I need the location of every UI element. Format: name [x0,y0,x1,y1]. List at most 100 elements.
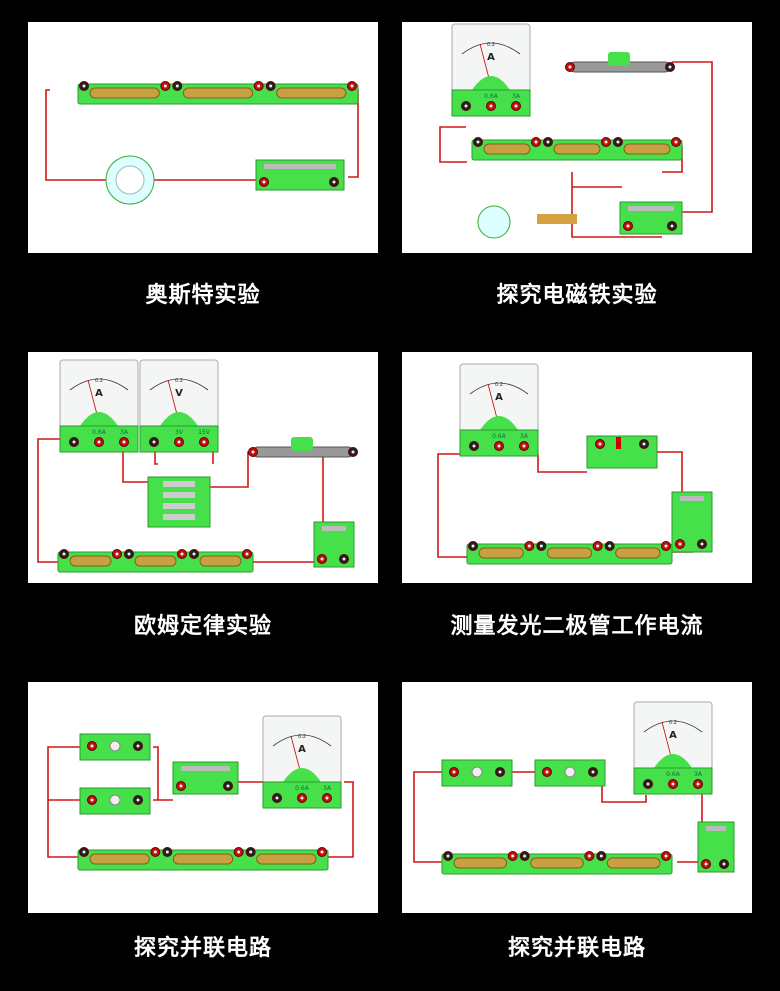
meter-range-low: 0.6A [295,785,310,792]
terminal-hole [514,104,518,108]
rheostat-slider [291,437,313,451]
terminal-hole [245,552,249,556]
terminal-hole [704,862,708,866]
meter-scale-mid: 0.2 [175,378,183,384]
wire [439,126,467,163]
terminal-hole [300,796,304,800]
battery-cell [276,87,347,99]
terminal-hole [626,224,630,228]
caption-electromagnet: 探究电磁铁实验 [496,283,658,308]
meter-symbol: A [495,392,503,403]
meter-symbol: A [95,388,103,399]
panel-oersted-experiment [28,22,378,253]
terminal-hole [257,84,261,88]
wire [571,172,622,188]
compass-dial [115,165,145,195]
terminal-hole [90,798,94,802]
terminal-hole [523,854,527,858]
compass [477,205,511,239]
terminal-hole [522,444,526,448]
wire [672,61,713,213]
resistor [163,514,195,520]
terminal-hole [545,770,549,774]
terminal-hole [175,84,179,88]
battery-cell [134,555,177,567]
meter-symbol: A [487,52,495,63]
meter-range-high: 3A [323,785,332,792]
terminal-hole [163,84,167,88]
circuit-illustration [45,81,359,205]
terminal-hole [608,544,612,548]
terminal-hole [165,850,169,854]
terminal-hole [251,450,255,454]
wire [413,771,444,863]
switch-blade [322,526,346,531]
terminal-hole [700,542,704,546]
terminal-hole [72,440,76,444]
terminal-hole [472,444,476,448]
wire [253,552,319,563]
electromagnet-coil [537,214,577,224]
terminal-hole [320,850,324,854]
wire [652,451,683,502]
terminal-hole [664,854,668,858]
terminal-hole [179,784,183,788]
terminal-hole [320,557,324,561]
meter-range-high: 3A [520,433,529,440]
terminal-hole [471,544,475,548]
terminal-hole [489,104,493,108]
battery-cell [530,857,584,869]
terminal-hole [262,180,266,184]
battery-cell [623,143,671,155]
meter-range-low: 0.6A [666,771,681,778]
terminal-hole [527,544,531,548]
wire [437,453,474,558]
wire [153,746,173,801]
battery-cell [89,853,150,865]
terminal-hole [722,862,726,866]
terminal-hole [249,850,253,854]
caption-parallel-2: 探究并联电路 [507,936,646,961]
terminal-hole [591,770,595,774]
meter-symbol: A [298,744,306,755]
meter-range-low: 0.6A [484,93,499,100]
terminal-hole [237,850,241,854]
meter-scale [69,378,129,391]
meter-pivot-cover [472,76,510,90]
terminal-hole [82,850,86,854]
meter-scale-mid: 0.2 [487,42,495,48]
wire [322,451,348,527]
terminal-hole [269,84,273,88]
resistor [163,492,195,498]
terminal-hole [177,440,181,444]
caption-led-current: 测量发光二极管工作电流 [450,614,704,639]
terminal-hole [668,65,672,69]
terminal-hole [90,744,94,748]
meter-scale [461,42,521,55]
terminal-hole [342,557,346,561]
resistor [163,503,195,509]
terminal-hole [671,782,675,786]
terminal-hole [350,84,354,88]
terminal-hole [598,442,602,446]
switch-blade [181,766,230,771]
resistor [163,481,195,487]
terminal-hole [275,796,279,800]
bulb [471,766,483,778]
terminal-hole [97,440,101,444]
terminal-hole [136,798,140,802]
meter-pivot-cover [160,412,198,426]
wire [537,454,587,473]
meter-range-high: 3A [120,429,129,436]
terminal-hole [604,140,608,144]
battery-cell [483,143,531,155]
meter-pivot-cover [80,412,118,426]
bulb [564,766,576,778]
battery-cell [478,547,524,559]
meter-scale-mid: 0.2 [298,734,306,740]
